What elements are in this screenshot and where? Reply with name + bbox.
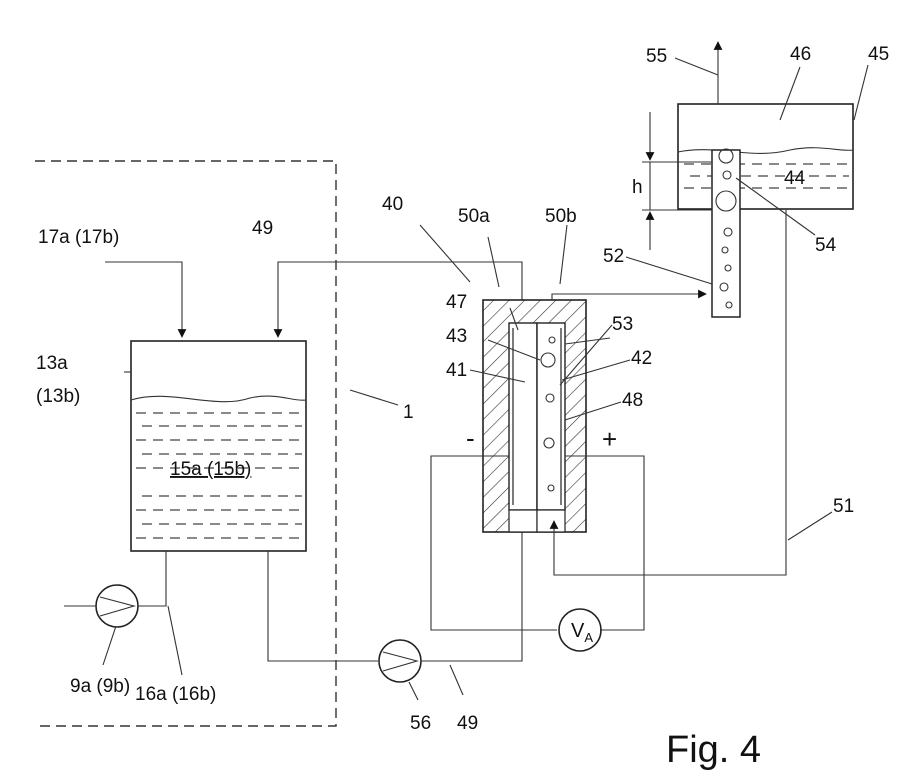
label-negative: -	[466, 423, 475, 453]
label-43: 43	[446, 326, 467, 347]
label-tank-13b: (13b)	[36, 386, 80, 407]
pump-56-icon	[379, 640, 421, 682]
separator-liquid-surface	[678, 148, 853, 154]
separator-liquid-dashes	[684, 164, 849, 188]
label-line-16: 16a (16b)	[135, 684, 216, 705]
label-electrode-47: 47	[446, 292, 467, 313]
label-chamber-41: 41	[446, 360, 467, 381]
label-positive: +	[602, 424, 617, 454]
tank-liquid-surface	[131, 396, 306, 402]
label-outlet-50b: 50b	[545, 206, 577, 227]
label-54: 54	[815, 235, 837, 256]
pump-9-icon	[96, 585, 138, 627]
feed-line-49-bottom	[421, 521, 522, 661]
label-outlet-50a: 50a	[458, 206, 490, 227]
label-line-52: 52	[603, 246, 624, 267]
inlet-port-41	[509, 510, 537, 532]
label-cell-40: 40	[382, 194, 403, 215]
label-electrode-48: 48	[622, 390, 643, 411]
figure-caption: Fig. 4	[666, 729, 761, 771]
return-line-51	[554, 210, 786, 575]
label-pump-56: 56	[410, 713, 431, 734]
gas-line-52	[552, 294, 706, 300]
inlet-port-42	[537, 510, 565, 532]
pump-9-line	[64, 551, 166, 606]
dimension-h	[642, 112, 712, 250]
label-line-49-top: 49	[252, 218, 273, 239]
label-tank-13a: 13a	[36, 353, 68, 374]
voltmeter-label: VA	[571, 620, 593, 645]
label-44: 44	[784, 168, 806, 189]
label-pump-9: 9a (9b)	[70, 676, 130, 697]
voltmeter-v: V	[571, 620, 585, 642]
label-chamber-42: 42	[631, 348, 652, 369]
label-45: 45	[868, 44, 889, 65]
label-55: 55	[646, 46, 667, 67]
label-46: 46	[790, 44, 811, 65]
label-line-51: 51	[833, 496, 854, 517]
label-feed-17: 17a (17b)	[38, 227, 119, 248]
feed-line-17	[105, 262, 182, 337]
storage-tank	[131, 341, 306, 551]
gas-separator-45	[678, 104, 853, 209]
voltmeter-sub: A	[584, 630, 593, 645]
label-liquid-15: 15a (15b)	[170, 459, 251, 480]
label-system-1: 1	[403, 402, 414, 423]
pump-56-symbol	[383, 652, 417, 671]
label-53: 53	[612, 314, 633, 335]
label-line-49-bottom: 49	[457, 713, 478, 734]
label-height-h: h	[632, 177, 643, 198]
outlet-line-to-pump-56	[268, 551, 378, 661]
pump-9-symbol	[100, 597, 134, 616]
riser-column-54	[712, 150, 740, 317]
